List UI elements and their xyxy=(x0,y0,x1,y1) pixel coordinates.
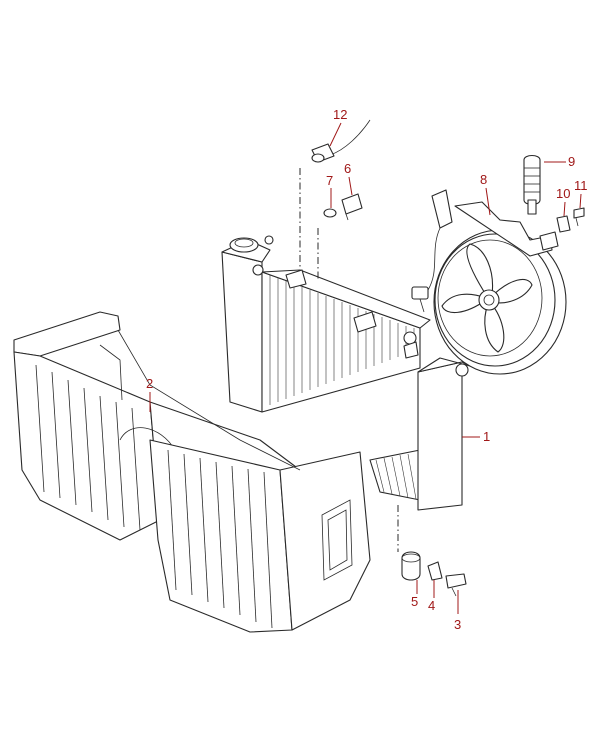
callout-2: 2 xyxy=(146,376,153,391)
callout-leaders xyxy=(149,122,582,614)
callout-12: 12 xyxy=(333,107,347,122)
callout-5: 5 xyxy=(411,594,418,609)
assembly-lines xyxy=(299,168,399,552)
plug-and-o-ring xyxy=(323,193,363,221)
cooling-fan xyxy=(411,189,567,375)
callout-7: 7 xyxy=(326,173,333,188)
lower-mount-hardware xyxy=(401,551,467,597)
collar-and-bolt xyxy=(556,207,585,233)
thermo-switch xyxy=(311,119,371,163)
callout-1: 1 xyxy=(483,429,490,444)
callout-10: 10 xyxy=(556,186,570,201)
callout-6: 6 xyxy=(344,161,351,176)
callout-8: 8 xyxy=(480,172,487,187)
callout-11: 11 xyxy=(574,178,588,193)
radiator-core xyxy=(221,235,471,511)
callout-3: 3 xyxy=(454,617,461,632)
callout-numbers: 1 2 3 4 5 6 7 8 9 10 11 12 xyxy=(146,107,588,632)
radiator-shroud xyxy=(13,311,371,633)
rubber-mount xyxy=(523,154,541,215)
callout-4: 4 xyxy=(428,598,435,613)
callout-9: 9 xyxy=(568,154,575,169)
